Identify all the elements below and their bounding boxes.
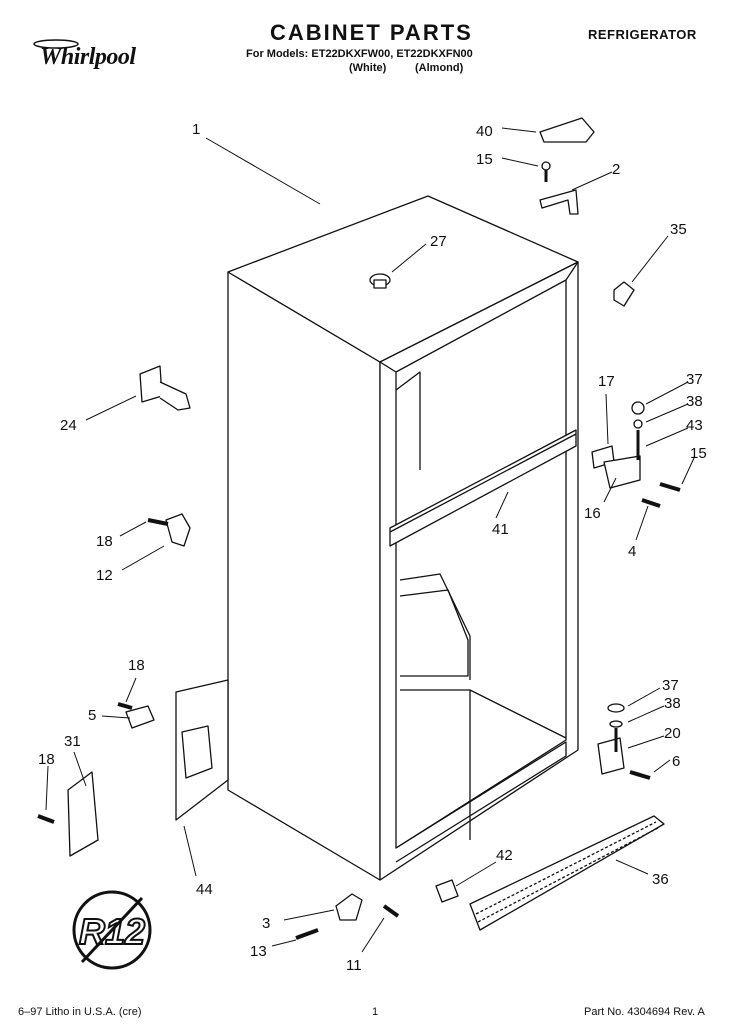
- callout-16: 16: [584, 505, 601, 522]
- callout-11: 11: [346, 957, 362, 974]
- callout-17: 17: [598, 373, 615, 390]
- callout-13: 13: [250, 943, 267, 960]
- base-grille: [469, 815, 665, 931]
- callout-43: 43: [686, 417, 703, 434]
- refrigerator-cabinet: [227, 195, 579, 881]
- callout-18-lower: 18: [38, 751, 55, 768]
- callout-42: 42: [496, 847, 513, 864]
- callout-44: 44: [196, 881, 213, 898]
- r12-refrigerant-badge: R12: [72, 890, 152, 970]
- callout-27: 27: [430, 233, 447, 250]
- callout-35: 35: [670, 221, 687, 238]
- color-almond-label: (Almond): [415, 62, 464, 74]
- grille-clip: [435, 879, 459, 903]
- callout-1: 1: [192, 121, 200, 138]
- trim-part: [613, 281, 635, 307]
- callout-15-right: 15: [690, 445, 707, 462]
- callout-37-upper: 37: [686, 371, 703, 388]
- callout-20: 20: [664, 725, 681, 742]
- callout-5: 5: [88, 707, 96, 724]
- page-title: CABINET PARTS: [270, 20, 473, 45]
- hinge-pin-part: [165, 513, 191, 547]
- roller-part: [335, 893, 363, 921]
- top-hinge-part: [539, 189, 579, 215]
- callout-18-upper: 18: [96, 533, 113, 550]
- callout-2: 2: [612, 161, 620, 178]
- callout-18-middle: 18: [128, 657, 145, 674]
- callout-15-top: 15: [476, 151, 493, 168]
- callout-24: 24: [60, 417, 77, 434]
- footer-litho: 6–97 Litho in U.S.A. (cre): [18, 1006, 142, 1018]
- category-label: REFRIGERATOR: [588, 27, 697, 42]
- callout-40: 40: [476, 123, 493, 140]
- door-stop-part: [139, 365, 163, 403]
- callout-31: 31: [64, 733, 81, 750]
- bottom-hinge-part-20: [597, 737, 625, 775]
- callout-6: 6: [672, 753, 680, 770]
- callout-3: 3: [262, 915, 270, 932]
- callout-38-lower: 38: [664, 695, 681, 712]
- callout-38-upper: 38: [686, 393, 703, 410]
- callout-37-lower: 37: [662, 677, 679, 694]
- callout-36: 36: [652, 871, 669, 888]
- callout-4: 4: [628, 543, 636, 560]
- whirlpool-logo: [33, 39, 79, 49]
- footer-page-number: 1: [372, 1006, 379, 1018]
- color-white-label: (White): [349, 62, 387, 74]
- footer-part-number: Part No. 4304694 Rev. A: [584, 1006, 705, 1018]
- bracket-part-5: [125, 705, 155, 729]
- callout-41: 41: [492, 521, 509, 538]
- hinge-cover-31: [67, 771, 99, 857]
- hinge-cover-part: [539, 117, 595, 143]
- callout-12: 12: [96, 567, 113, 584]
- bottom-hinge-plate: [175, 679, 229, 821]
- models-line: For Models: ET22DKXFW00, ET22DKXFN00: [246, 48, 473, 60]
- brand-logo-text: Whirlpool: [40, 44, 136, 70]
- center-hinge-part: [603, 455, 641, 489]
